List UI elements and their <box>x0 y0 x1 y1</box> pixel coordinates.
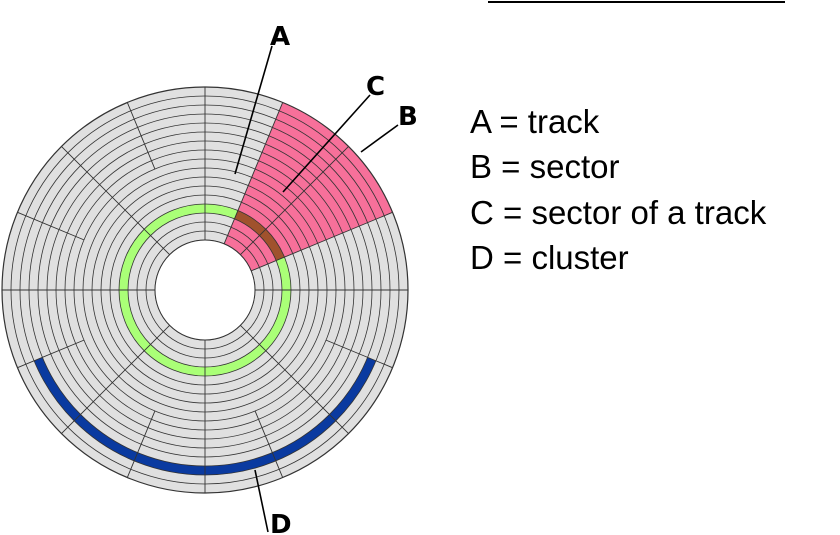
sector-divider <box>17 211 85 241</box>
leader-lines <box>234 45 399 533</box>
label-b: B <box>398 102 418 132</box>
sector-b-edge <box>251 239 327 272</box>
legend: A = track B = sector C = sector of a tra… <box>470 103 767 276</box>
sector-divider <box>325 211 393 241</box>
leader-line-c <box>282 94 371 193</box>
sector-divider <box>254 410 284 478</box>
sector-divider <box>17 339 85 369</box>
sector-b-edge <box>223 168 256 244</box>
legend-sector: B = sector <box>470 148 619 185</box>
label-d: D <box>270 510 292 535</box>
label-c: C <box>366 72 385 102</box>
spindle-hole <box>154 239 256 341</box>
sector-divider <box>61 146 170 255</box>
legend-cluster: D = cluster <box>470 239 629 276</box>
leader-line-d <box>254 469 269 533</box>
sector-divider <box>325 339 393 369</box>
legend-track: A = track <box>470 103 600 140</box>
sector-divider <box>240 146 349 255</box>
sector-divider <box>126 410 156 478</box>
cluster-d <box>34 357 376 476</box>
sector-divider <box>126 102 156 170</box>
label-a: A <box>270 22 290 52</box>
sector-divider <box>61 325 170 434</box>
leader-line-b <box>360 124 399 153</box>
sector-divider <box>254 102 284 170</box>
leader-line-a <box>234 45 273 175</box>
disk-platter <box>1 86 409 494</box>
sector-divider <box>240 325 349 434</box>
legend-sector-of-track: C = sector of a track <box>470 194 767 231</box>
